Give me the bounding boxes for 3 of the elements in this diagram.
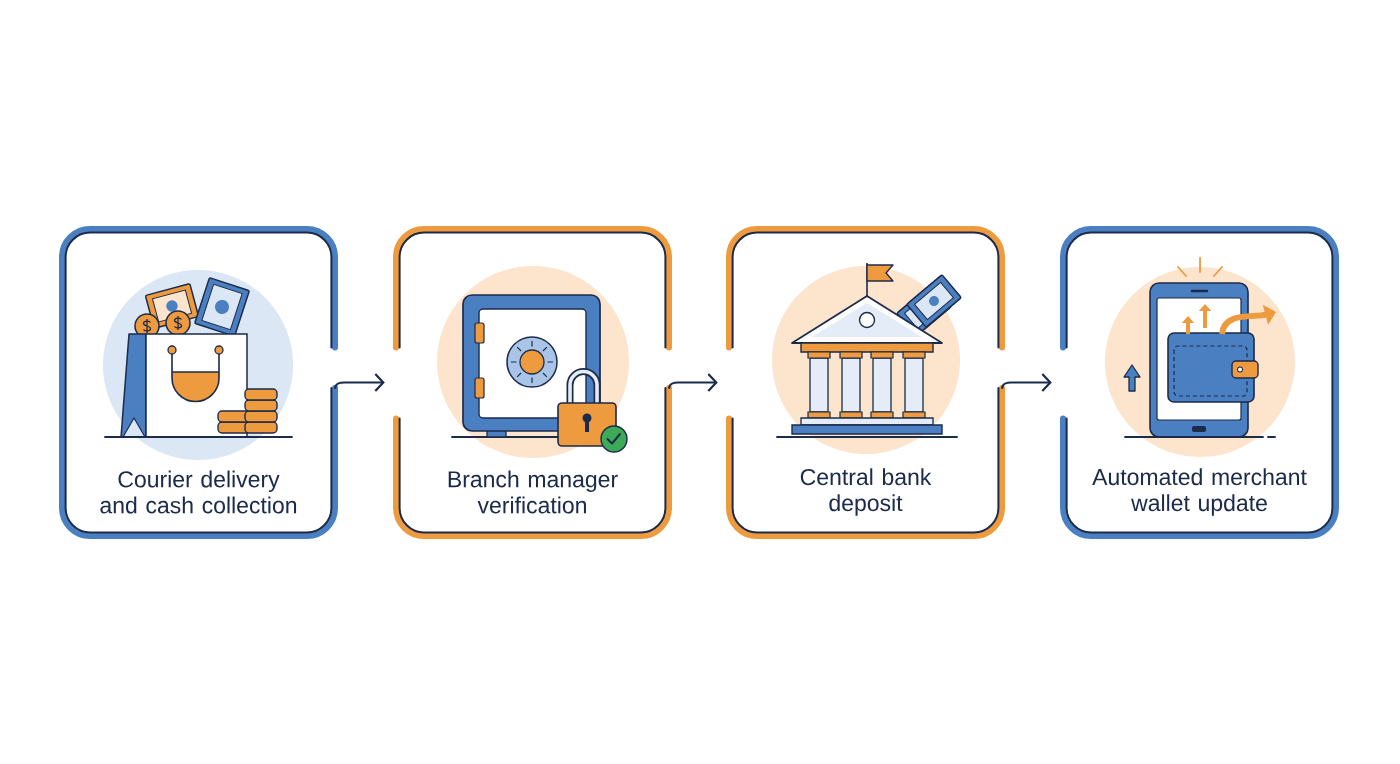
arrow: [334, 373, 385, 392]
arrow: [668, 373, 718, 392]
arrow: [1001, 373, 1052, 392]
